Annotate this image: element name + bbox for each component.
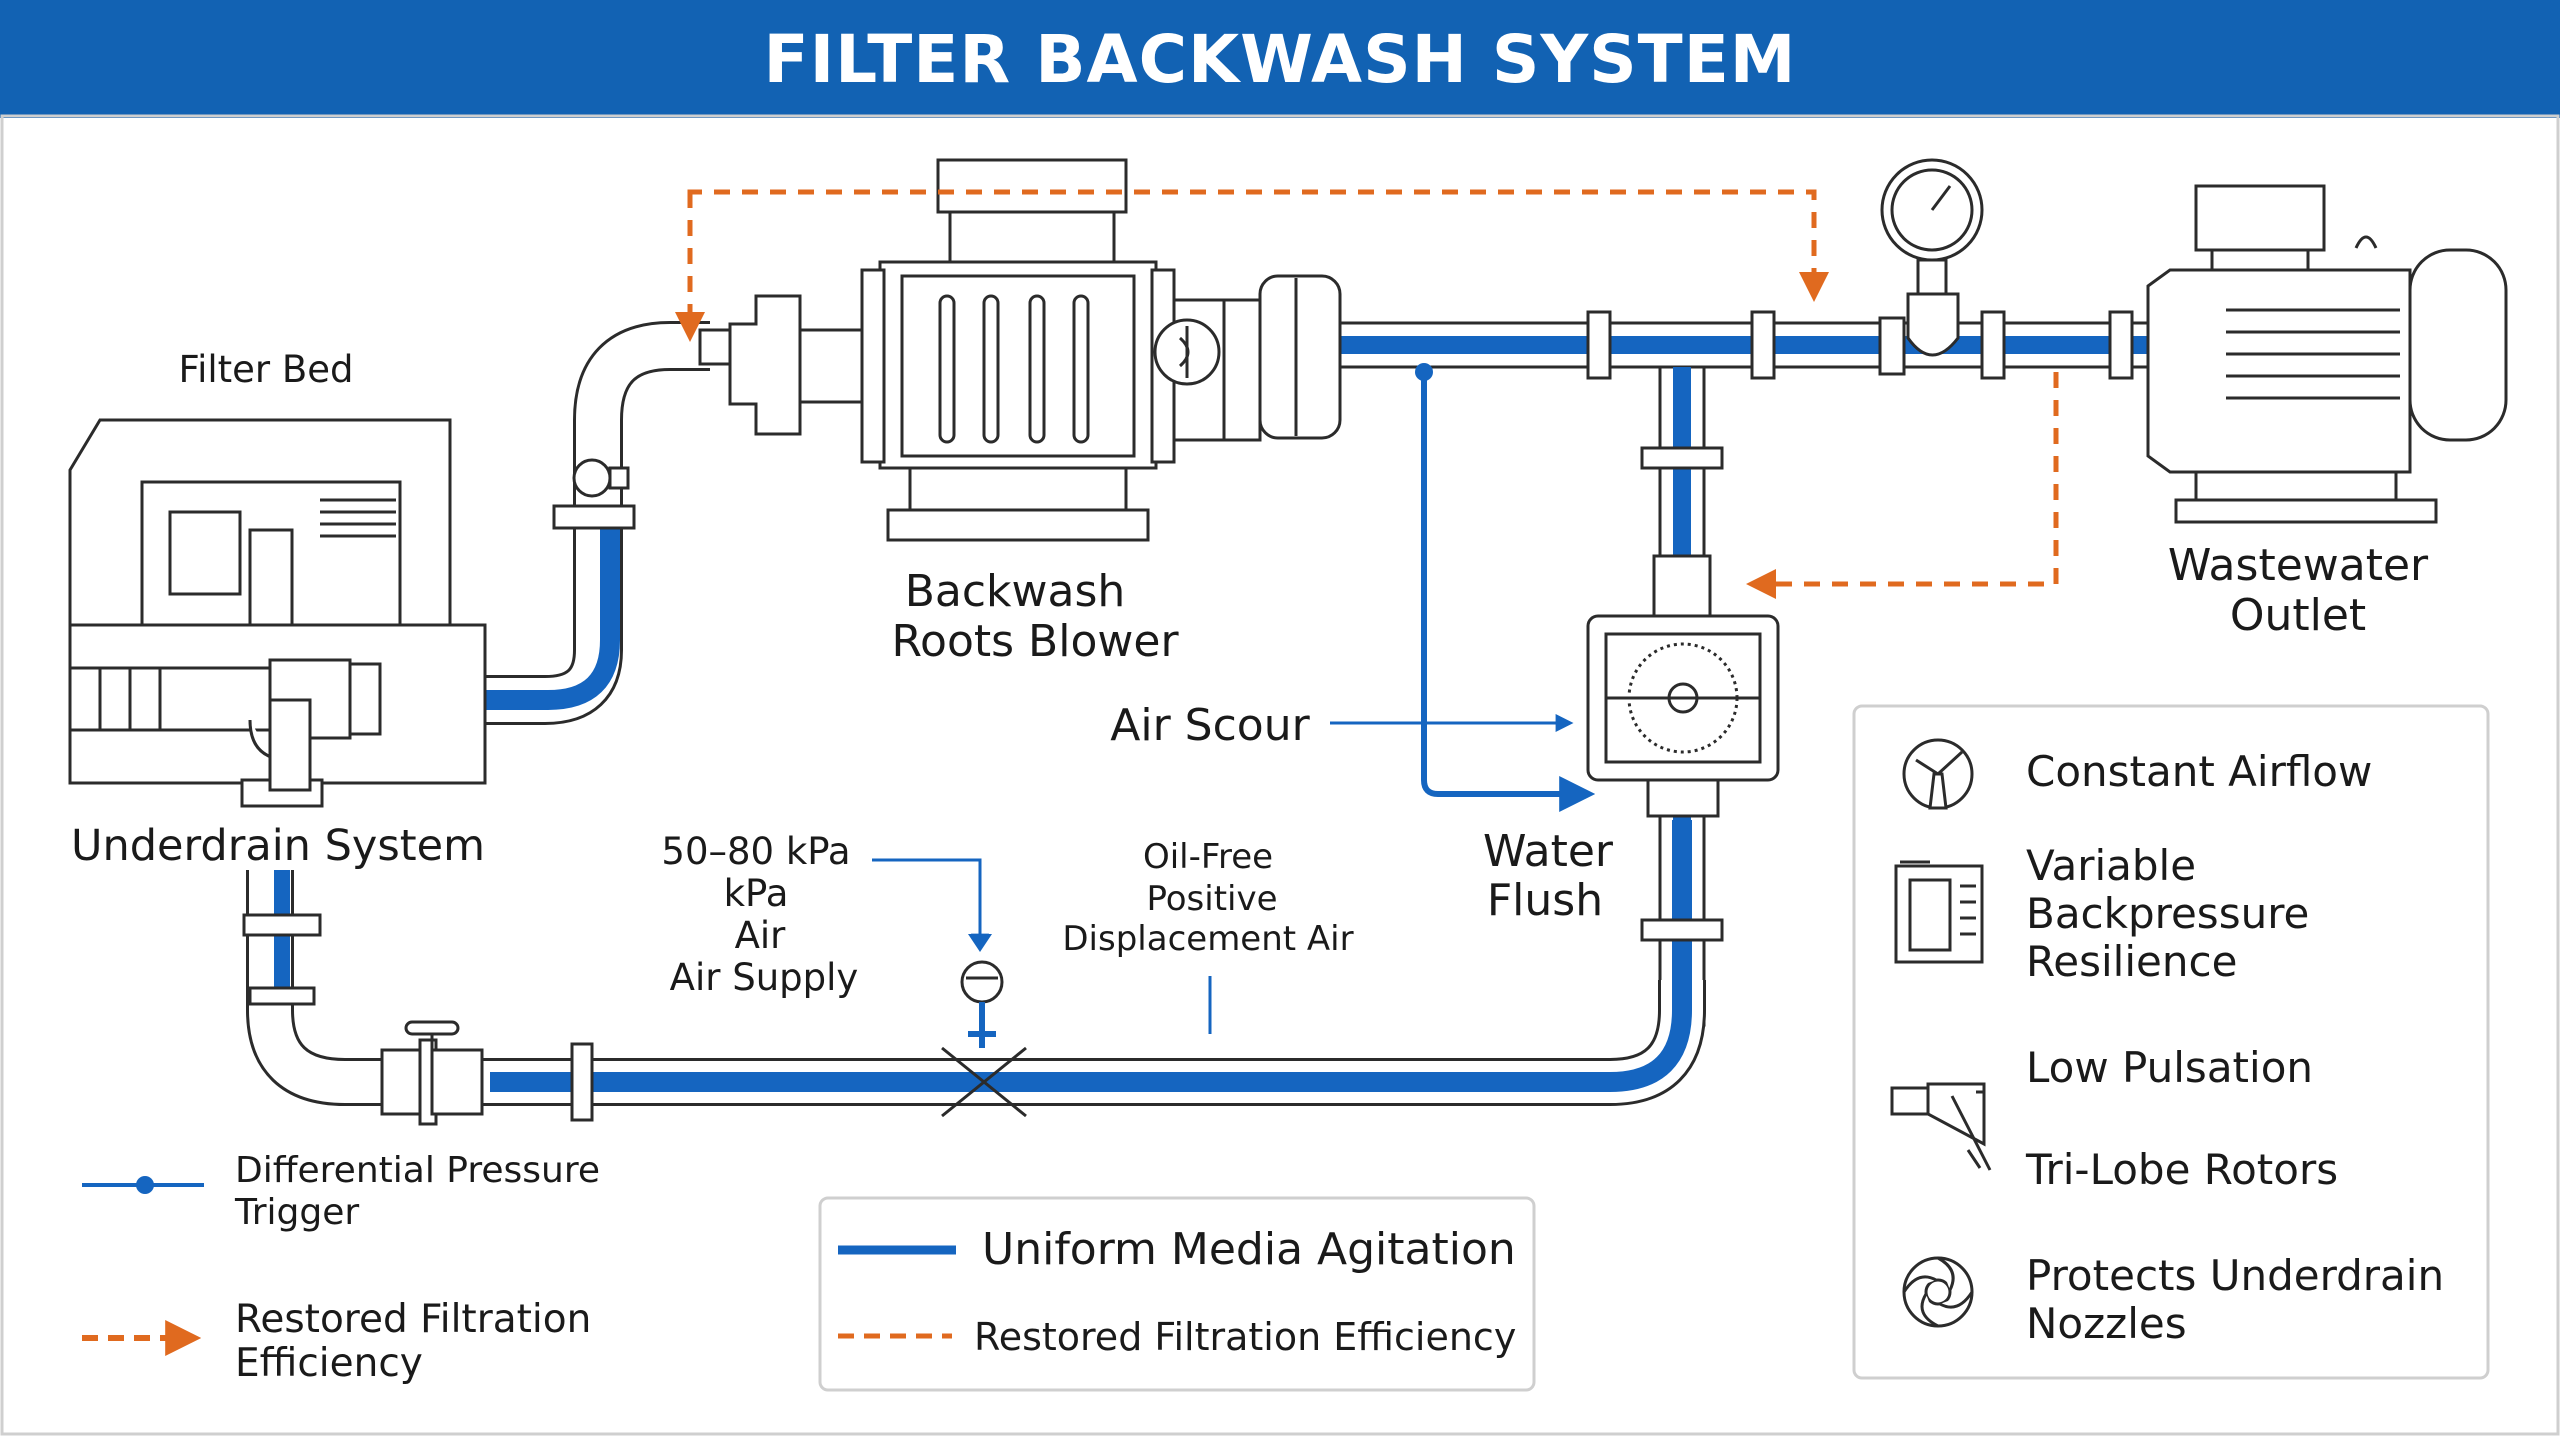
air-scour-line bbox=[1415, 363, 1596, 812]
legend-center: Uniform Media Agitation Restored Filtrat… bbox=[818, 1196, 1536, 1392]
feature-resilience: Resilience bbox=[2026, 937, 2237, 986]
pipe-flanges bbox=[242, 310, 2134, 1122]
supply-label-line4: Air Supply bbox=[670, 956, 859, 999]
feedback-loop-right bbox=[1746, 372, 2059, 599]
legend-agitation-label: Uniform Media Agitation bbox=[982, 1224, 1516, 1275]
filter-bed bbox=[68, 418, 487, 808]
wastewater-label-line1: Wastewater bbox=[2168, 540, 2429, 591]
supply-pointer-head bbox=[968, 934, 992, 952]
feature-constant-airflow: Constant Airflow bbox=[2026, 747, 2372, 796]
pressure-trigger-dot bbox=[136, 1176, 154, 1194]
damper-icon bbox=[1890, 1082, 1992, 1171]
inlet-valve-icon bbox=[572, 458, 630, 498]
legend-trigger-line2: Trigger bbox=[234, 1192, 359, 1233]
feature-low-pulsation: Low Pulsation bbox=[2026, 1043, 2313, 1092]
pressure-gauge-icon bbox=[1878, 158, 1984, 376]
legend-left: Differential Pressure Trigger Restored F… bbox=[82, 1150, 600, 1386]
supply-label-line1: 50–80 kPa bbox=[661, 830, 850, 873]
water-flush-label-line2: Flush bbox=[1487, 875, 1603, 926]
roots-blower bbox=[698, 158, 1342, 542]
inlet-elbow-pipe bbox=[450, 321, 710, 725]
legend-restored-center-label: Restored Filtration Efficiency bbox=[974, 1315, 1516, 1359]
oilfree-label-line2: Positive bbox=[1146, 879, 1277, 919]
supply-pointer bbox=[872, 858, 989, 952]
legend-restored-line1: Restored Filtration bbox=[235, 1297, 591, 1342]
feature-panel: Constant Airflow Variable Backpressure R… bbox=[1852, 704, 2490, 1380]
air-scour-label: Air Scour bbox=[1110, 700, 1310, 751]
diagram-frame bbox=[0, 114, 2560, 1436]
feature-protects-line1: Protects Underdrain bbox=[2026, 1251, 2444, 1300]
feature-backpressure: Backpressure bbox=[2026, 889, 2309, 938]
main-header-pipe bbox=[1338, 321, 2162, 369]
filter-bed-label: Filter Bed bbox=[178, 348, 353, 391]
feature-variable: Variable bbox=[2026, 841, 2196, 890]
blower-label-line2: Roots Blower bbox=[891, 616, 1179, 667]
supply-label-line3: Air bbox=[735, 914, 787, 957]
page-title: FILTER BACKWASH SYSTEM bbox=[763, 20, 1797, 98]
supply-label-line2: kPa bbox=[724, 872, 789, 915]
inlet-gate-valve-icon bbox=[380, 1020, 484, 1126]
feature-protects-line2: Nozzles bbox=[2026, 1299, 2187, 1348]
control-panel-icon bbox=[1894, 860, 1984, 964]
legend-center-box bbox=[818, 1196, 1536, 1392]
fan-icon bbox=[1902, 1256, 1974, 1328]
legend-restored-line2: Efficiency bbox=[235, 1341, 423, 1386]
feature-tri-lobe: Tri-Lobe Rotors bbox=[2025, 1145, 2338, 1194]
airflow-gauge-icon bbox=[1902, 738, 1974, 810]
wastewater-pump bbox=[2146, 184, 2508, 524]
air-supply-valve-icon bbox=[941, 960, 1027, 1118]
legend-trigger-line1: Differential Pressure bbox=[235, 1150, 600, 1191]
feedback-loop-top bbox=[687, 189, 1829, 302]
water-flush-label-line1: Water bbox=[1483, 826, 1614, 877]
oilfree-label-line1: Oil-Free bbox=[1143, 837, 1273, 877]
blower-label-line1: Backwash bbox=[905, 566, 1126, 617]
rotor-icon bbox=[1966, 1149, 1982, 1169]
wastewater-label-line2: Outlet bbox=[2230, 590, 2366, 641]
feature-panel-box bbox=[1852, 704, 2490, 1380]
oilfree-label-line3: Displacement Air bbox=[1062, 919, 1353, 959]
bottom-return-pipe bbox=[246, 820, 1706, 1106]
underdrain-system-label: Underdrain System bbox=[71, 821, 485, 871]
title-bar: FILTER BACKWASH SYSTEM bbox=[0, 0, 2560, 118]
flow-meter bbox=[1586, 554, 1780, 818]
